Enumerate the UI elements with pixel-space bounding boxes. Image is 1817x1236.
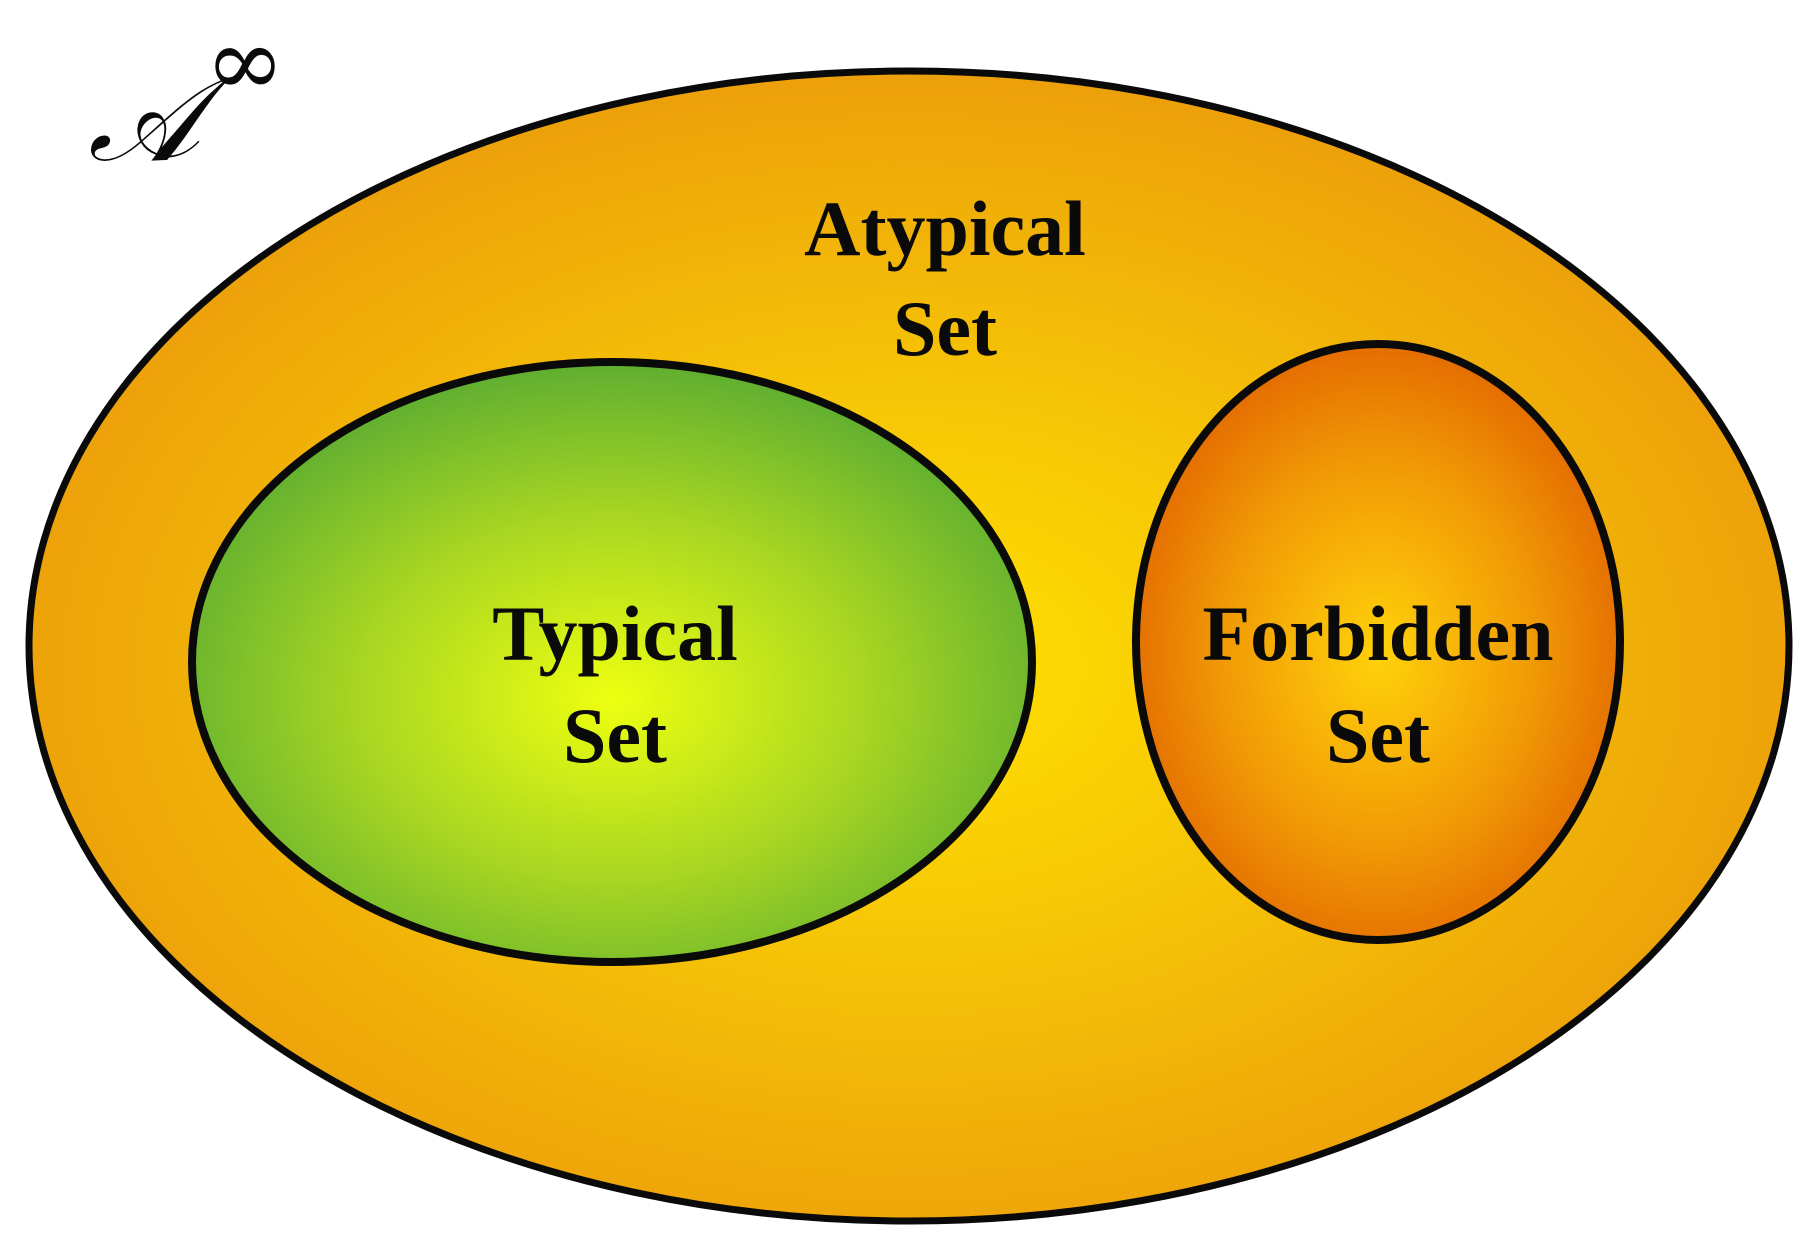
- forbidden-set-region: [1132, 340, 1624, 944]
- universe-label: 𝒜 ∞: [88, 6, 285, 188]
- typical-set-region: [188, 358, 1036, 966]
- forbidden-set-label-line2: Set: [1326, 692, 1430, 779]
- atypical-set-label-line1: Atypical: [804, 185, 1086, 272]
- typical-set-label-line1: Typical: [492, 590, 738, 677]
- universe-superscript: ∞: [205, 6, 285, 118]
- atypical-set-label-line2: Set: [893, 285, 997, 372]
- typical-set-label-line2: Set: [563, 692, 667, 779]
- forbidden-set-label-line1: Forbidden: [1202, 590, 1553, 677]
